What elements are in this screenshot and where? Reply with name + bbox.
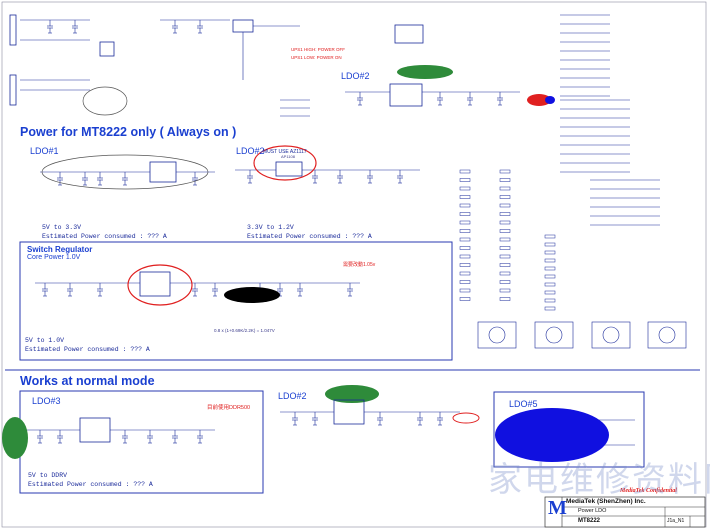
connector-left-top bbox=[9, 14, 17, 46]
outline-ellipse-left bbox=[82, 86, 128, 116]
title-block-company: MediaTek (ShenZhen) Inc. bbox=[566, 498, 646, 505]
ic-switch bbox=[139, 271, 171, 297]
ic-ldo3 bbox=[79, 417, 111, 443]
connector-top-small bbox=[99, 41, 115, 57]
ic-ldo2-bottom bbox=[333, 399, 365, 425]
switch-regulator-label: Switch Regulator bbox=[27, 245, 93, 254]
resistor-array bbox=[459, 169, 556, 311]
blue-dot-upper-right bbox=[545, 96, 555, 104]
ldo1-range: 5V to 3.3V bbox=[42, 224, 82, 231]
green-highlight-ldo2-top bbox=[397, 65, 453, 79]
power-note-high: UPS1 HIGH: POWER OFF bbox=[291, 47, 346, 52]
ldo3-power: Estimated Power consumed : ??? A bbox=[28, 481, 153, 488]
switch-regulator-range: 5V to 1.0V bbox=[25, 337, 65, 344]
ldo2-top-range: 3.3V to 1.2V bbox=[247, 224, 294, 231]
ldo1-power: Estimated Power consumed : ??? A bbox=[42, 233, 167, 240]
title-block-logo: M bbox=[548, 497, 567, 519]
connector-left-mid bbox=[9, 74, 17, 106]
filter-network-group bbox=[477, 321, 687, 349]
ldo2-top-power: Estimated Power consumed : ??? A bbox=[247, 233, 372, 240]
ldo3-note: 目前使用DDR500 bbox=[207, 405, 251, 411]
normal-mode-section-title: Works at normal mode bbox=[20, 374, 155, 388]
ldo2-upper-right-label: LDO#2 bbox=[341, 71, 370, 81]
outline-ellipse-ldo1 bbox=[41, 154, 209, 190]
switch-regulator-frame bbox=[19, 241, 453, 361]
green-highlight-ldo2-bottom bbox=[325, 385, 379, 403]
red-outline-ldo2-bottom bbox=[452, 412, 480, 424]
switch-regulator-power: Estimated Power consumed : ??? A bbox=[25, 346, 150, 353]
ldo2-top-label: LDO#2 bbox=[236, 146, 265, 156]
switch-regulator-note: 需要改動1.05v bbox=[343, 262, 376, 268]
title-block-sheet-title: Power LDO bbox=[578, 508, 607, 514]
title-block-part: MT8222 bbox=[578, 518, 601, 524]
green-highlight-ldo3 bbox=[2, 417, 28, 459]
ic-top-small bbox=[394, 24, 424, 44]
red-circle-ldo2 bbox=[253, 145, 317, 181]
ldo5-label: LDO#5 bbox=[509, 399, 538, 409]
switch-regulator-formula: 0.8 x (1+0.69K/2.2K) = 1.047V bbox=[214, 328, 275, 333]
ldo2-top-part: AP1108 bbox=[281, 154, 295, 159]
title-block bbox=[544, 496, 706, 528]
title-block-rev: J1a_N1 bbox=[667, 518, 685, 524]
ic-ldo1 bbox=[149, 161, 177, 183]
watermark: 家电维修资料网 bbox=[488, 460, 710, 500]
ldo2-top-note: MUST USE AZ1117 bbox=[263, 149, 307, 155]
ic-ldo2-top bbox=[275, 161, 303, 177]
title-block-confidential: MediaTek Confidential bbox=[620, 488, 677, 494]
blue-highlight-ldo5 bbox=[495, 408, 609, 462]
ldo3-range: 5V to DDRV bbox=[28, 472, 68, 479]
red-circle-switch bbox=[127, 264, 193, 306]
transistor-top bbox=[232, 19, 254, 33]
always-on-section-title: Power for MT8222 only ( Always on ) bbox=[20, 125, 237, 139]
red-highlight-upper-right bbox=[527, 94, 551, 106]
ldo1-label: LDO#1 bbox=[30, 146, 59, 156]
ldo5-frame bbox=[493, 391, 645, 468]
ldo2-bottom-label: LDO#2 bbox=[278, 391, 307, 401]
ic-ldo2-upper bbox=[389, 83, 423, 107]
power-note-low: UPS1 LOW: POWER ON bbox=[291, 55, 342, 60]
black-highlight-switch bbox=[224, 287, 280, 303]
switch-regulator-sublabel: Core Power 1.0V bbox=[27, 254, 81, 261]
ldo3-label: LDO#3 bbox=[32, 396, 61, 406]
